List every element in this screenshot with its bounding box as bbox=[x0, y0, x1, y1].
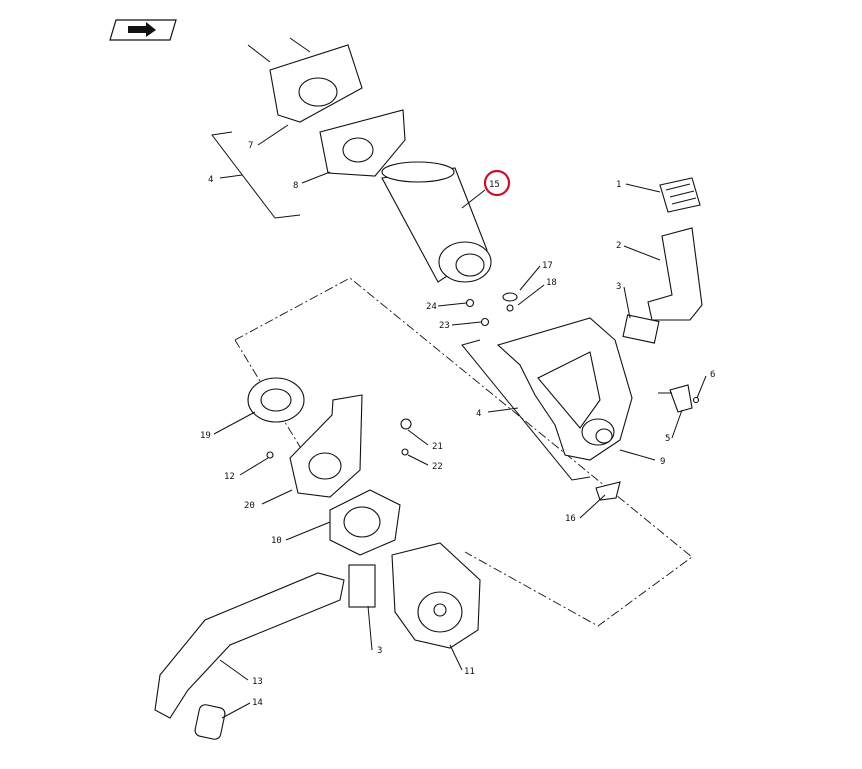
washer-23 bbox=[480, 317, 490, 327]
callout-23: 23 bbox=[439, 321, 450, 331]
callout-labels: 7 8 4 15 17 18 24 23 4 1 2 3 6 5 9 16 19… bbox=[200, 141, 715, 708]
callout-5: 5 bbox=[665, 434, 670, 444]
washer-17 bbox=[502, 292, 518, 302]
assembly-boundary bbox=[234, 277, 693, 627]
callout-4-top: 4 bbox=[208, 175, 213, 185]
callout-18: 18 bbox=[546, 278, 557, 288]
bracket-4-top bbox=[211, 131, 301, 219]
adapter-plate bbox=[289, 394, 363, 498]
callout-14: 14 bbox=[252, 698, 263, 708]
callout-20: 20 bbox=[244, 501, 255, 511]
screw-6 bbox=[692, 396, 700, 404]
callout-24: 24 bbox=[426, 302, 437, 312]
outlet-duct bbox=[154, 572, 345, 719]
callout-8: 8 bbox=[293, 181, 298, 191]
filter-element bbox=[381, 161, 492, 283]
clamp-3-lower bbox=[348, 564, 376, 608]
callout-6: 6 bbox=[710, 370, 715, 380]
bolt-22 bbox=[401, 448, 409, 456]
callout-10: 10 bbox=[271, 536, 282, 546]
leader-lines bbox=[213, 124, 707, 719]
gasket-10 bbox=[329, 489, 401, 556]
gasket-19 bbox=[247, 377, 305, 423]
callout-2: 2 bbox=[616, 241, 621, 251]
mounting-bracket bbox=[669, 384, 693, 413]
washer-21 bbox=[400, 418, 412, 430]
callout-22: 22 bbox=[432, 462, 443, 472]
callout-4-mid: 4 bbox=[476, 409, 481, 419]
intake-cap bbox=[659, 177, 701, 213]
callout-7: 7 bbox=[248, 141, 253, 151]
bracket-4-mid bbox=[461, 339, 591, 481]
callout-15: 15 bbox=[489, 180, 500, 190]
cover-plate bbox=[247, 37, 363, 123]
gasket-8 bbox=[319, 109, 406, 177]
dust-valve bbox=[595, 481, 621, 501]
air-cleaner-housing bbox=[496, 317, 633, 461]
callout-3-upper: 3 bbox=[616, 282, 621, 292]
callout-12: 12 bbox=[224, 472, 235, 482]
seal-14 bbox=[194, 704, 226, 740]
callout-3-lower: 3 bbox=[377, 646, 382, 656]
callout-17: 17 bbox=[542, 261, 553, 271]
callout-21: 21 bbox=[432, 442, 443, 452]
blower-fan bbox=[391, 542, 481, 649]
callout-13: 13 bbox=[252, 677, 263, 687]
clamp-3-upper bbox=[622, 314, 660, 344]
bolt-12 bbox=[266, 451, 274, 459]
callout-11: 11 bbox=[464, 667, 475, 677]
callout-1: 1 bbox=[616, 180, 621, 190]
intake-duct bbox=[647, 227, 703, 321]
return-arrow-icon[interactable] bbox=[109, 19, 177, 41]
highlight-ring-15 bbox=[483, 169, 511, 197]
callout-9: 9 bbox=[660, 457, 665, 467]
nut-24 bbox=[465, 298, 475, 308]
callout-16: 16 bbox=[565, 514, 576, 524]
callout-19: 19 bbox=[200, 431, 211, 441]
bolt-18 bbox=[506, 304, 514, 312]
